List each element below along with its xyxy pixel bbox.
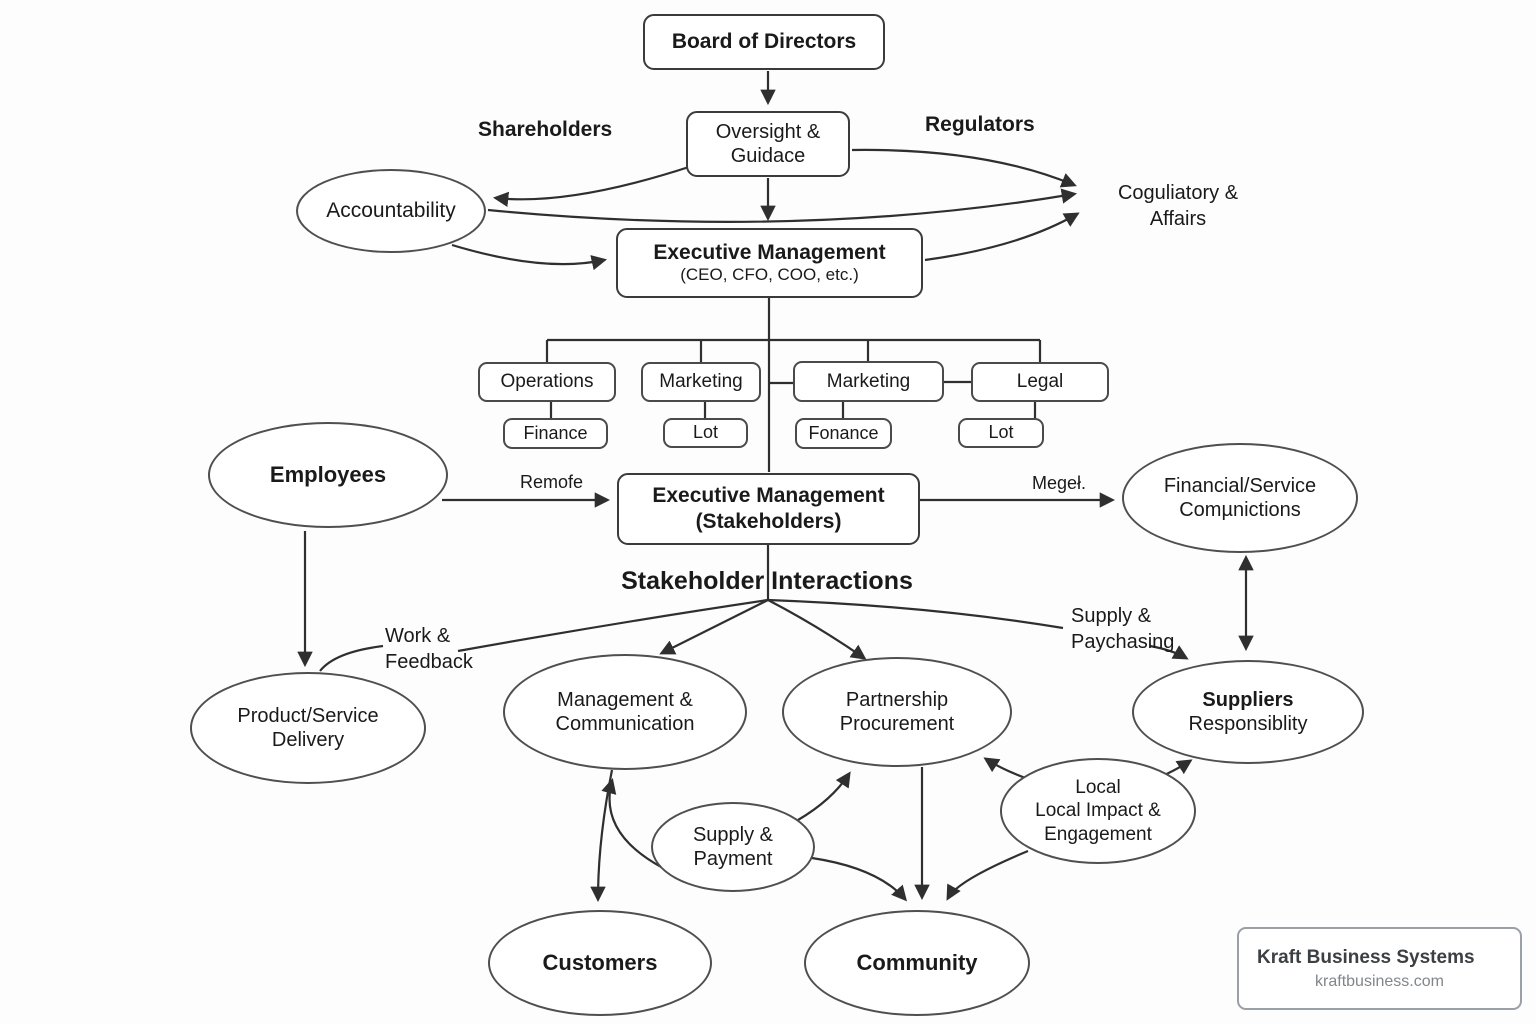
work-feedback-line2: Feedback [385,650,473,673]
oversight-line1: Oversight & [715,120,821,143]
node-legal: Legal [971,362,1109,402]
arrow-fanout-to-partnership [767,599,867,660]
fonance-label: Fonance [808,422,879,443]
node-marketing-2: Marketing [793,361,944,402]
megel-arrow-label: Megeł. [1032,473,1087,493]
node-marketing-1: Marketing [641,362,761,402]
node-accountability: Accountability [296,169,486,253]
mgmt-comm-line2: Communication [555,713,695,735]
line-workfeedback-to-product [319,644,384,672]
arrow-exec-to-coguliatory [924,212,1080,262]
supply-paychasing-label: Supply & Paychasing [1071,604,1174,655]
node-lot-2: Lot [958,418,1044,448]
supply-paychasing-line2: Paychasing [1071,630,1175,653]
work-feedback-line1: Work & [385,625,451,647]
node-executive-management: Executive Management (CEO, CFO, COO, etc… [616,228,923,298]
arrow-supplypayment-to-partnership [797,771,851,821]
node-board-of-directors: Board of Directors [643,14,885,70]
exec-line2: (CEO, CFO, COO, etc.) [680,265,859,285]
local-line2: Local Impact & [1035,800,1161,822]
coguliatory-line1: Coguliatory & [1117,182,1239,204]
stakeholder-interactions-title: Stakeholder Interactions [621,567,913,595]
exec-line1: Executive Management [653,240,886,264]
arrow-supplypayment-to-mgmtcomm [601,778,664,869]
customers-label: Customers [542,949,658,975]
suppliers-line2: Responsiblity [1188,713,1308,735]
node-lot-1: Lot [663,418,748,448]
node-local-impact-engagement: Local Local Impact & Engagement [1000,758,1196,864]
node-employees: Employees [208,422,448,528]
financial-line1: Financial/Service [1163,474,1317,497]
line-fanout-to-supplypaychasing [767,598,1064,630]
arrow-fanout-to-mgmtcomm [659,599,769,655]
node-fonance: Fonance [795,418,892,449]
mgmt-comm-line1: Management & [557,688,693,711]
node-financial-service: Financial/Service Comµnictions [1122,443,1358,553]
partnership-line2: Procurement [839,713,955,735]
watermark-card: Kraft Business Systems kraftbusiness.com [1237,927,1522,1010]
stakeholders-line2: (Stakeholders) [695,510,842,533]
operations-label: Operations [500,371,594,393]
employees-label: Employees [269,461,387,487]
shareholders-label: Shareholders [478,118,613,141]
line-fanout-to-workfeedback [457,598,769,653]
marketing2-label: Marketing [826,370,911,392]
arrow-supplypayment-to-community [811,856,908,902]
board-label: Board of Directors [671,30,857,54]
coguliatory-affairs-label: Coguliatory & Affairs [1088,181,1268,232]
accountability-label: Accountability [326,199,456,223]
arrow-accountability-to-coguliatory [487,188,1078,223]
partnership-line1: Partnership [845,688,949,711]
oversight-line2: Guidace [730,145,806,167]
legal-label: Legal [1016,371,1064,393]
finance-label: Finance [523,422,588,443]
supply-payment-line2: Payment [693,848,773,870]
arrow-localimpact-to-community [946,849,1029,901]
arrow-accountability-to-exec [451,243,608,271]
work-feedback-label: Work & Feedback [385,624,473,675]
marketing1-label: Marketing [659,371,743,393]
financial-line2: Comµnictions [1179,499,1301,521]
remote-arrow-label: Remofe [520,472,584,492]
node-customers: Customers [488,910,712,1016]
arrow-oversight-to-coguliatory [851,148,1077,188]
node-community: Community [804,910,1030,1016]
product-line2: Delivery [271,729,345,751]
arrow-supplypaychasing-to-suppliers [1149,644,1189,660]
node-executive-management-stakeholders: Executive Management (Stakeholders) [617,473,920,545]
node-partnership-procurement: Partnership Procurement [782,657,1012,767]
node-oversight-guidance: Oversight & Guidace [686,111,850,177]
suppliers-line1: Suppliers [1202,688,1294,711]
node-management-communication: Management & Communication [503,654,747,770]
node-supply-payment: Supply & Payment [651,802,815,892]
node-suppliers-responsibility: Suppliers Responsiblity [1132,660,1364,764]
regulators-label: Regulators [925,113,1035,136]
stakeholders-line1: Executive Management [652,484,885,508]
product-line1: Product/Service [237,704,379,727]
coguliatory-line2: Affairs [1149,207,1207,230]
supply-paychasing-line1: Supply & [1071,605,1152,627]
lot2-label: Lot [988,422,1014,443]
arrow-oversight-to-accountability [492,164,693,207]
node-product-service-delivery: Product/Service Delivery [190,672,426,784]
lot1-label: Lot [692,422,719,443]
node-finance: Finance [503,418,608,449]
local-line3: Engagement [1044,823,1152,845]
node-operations: Operations [478,362,616,402]
community-label: Community [856,949,978,975]
watermark-title: Kraft Business Systems [1257,946,1475,968]
watermark-url: kraftbusiness.com [1315,972,1444,990]
local-line1: Local [1075,777,1121,799]
supply-payment-line1: Supply & [692,823,774,846]
